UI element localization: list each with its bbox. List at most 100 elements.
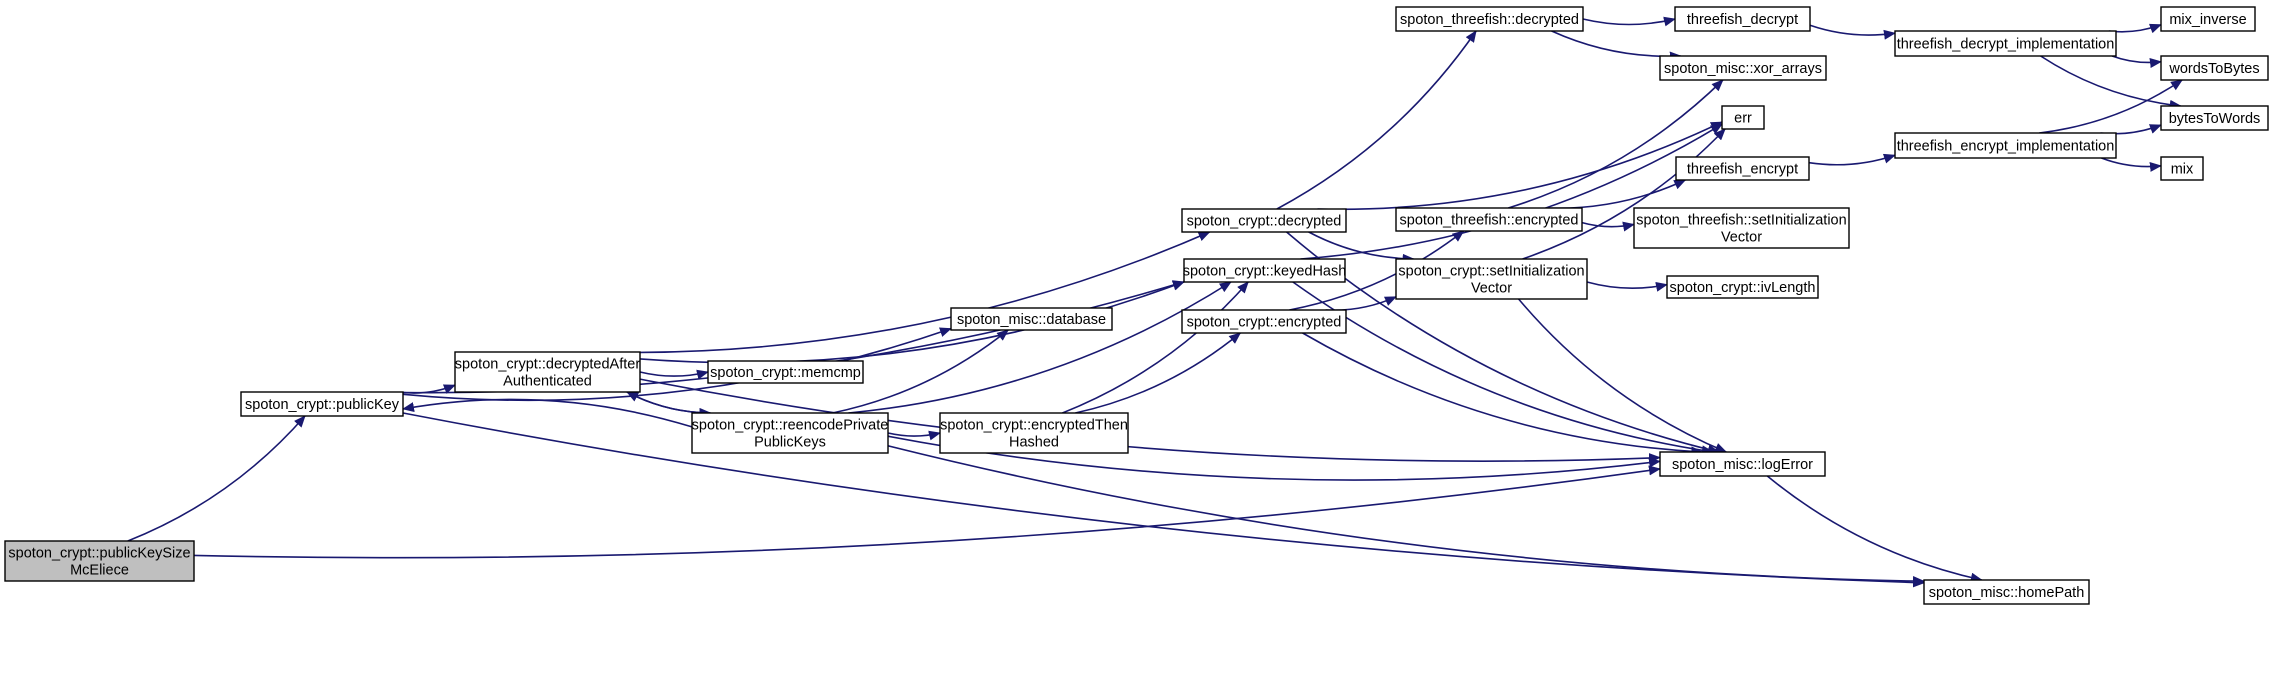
node-label: spoton_crypt::encryptedThen [940,418,1128,434]
node-box [1659,55,1827,81]
node-box [4,540,195,582]
edge-decrypted-to-err [1317,121,1723,211]
node-box [1659,451,1826,477]
edge-reencode-to-homePath [887,445,1925,587]
node-label: PublicKeys [754,435,826,451]
node-threefishDecrypt[interactable]: threefish_decrypt [1674,6,1811,32]
node-box [240,391,404,417]
edge-teImpl-to-wordsToBytes [2039,79,2183,134]
node-label: Vector [1721,230,1762,246]
edge-root-to-publicKey [127,415,306,542]
node-label: spoton_crypt::publicKeySize [8,546,190,562]
node-label: mix [2171,162,2194,178]
node-teImpl[interactable]: threefish_encrypt_implementation [1894,132,2117,159]
edge-tdImpl-to-wordsToBytes [2111,55,2162,68]
node-box [1666,275,1819,299]
node-box [1675,156,1810,181]
node-wordsToBytes[interactable]: wordsToBytes [2160,55,2269,81]
edge-decrypted-to-setIV [1308,231,1415,264]
node-label: spoton_misc::database [957,312,1106,328]
node-logError[interactable]: spoton_misc::logError [1659,451,1826,477]
edge-tfDecrypted-to-threefishDecrypt [1582,16,1676,27]
edge-tfEncrypted-to-threefishEncrypt [1546,179,1687,210]
node-box [1894,30,2117,57]
node-label: threefish_encrypt_implementation [1897,139,2115,155]
edge-keyedHash-to-logError [1292,281,1714,456]
node-ivLength[interactable]: spoton_crypt::ivLength [1666,275,1819,299]
node-database[interactable]: spoton_misc::database [950,307,1113,331]
edge-reencode-to-database [832,329,1009,414]
edge-setIV-to-logError [1517,298,1728,453]
node-decrypted[interactable]: spoton_crypt::decrypted [1181,208,1347,233]
node-box [2160,6,2256,32]
edge-encrypted-to-tfEncrypted [1289,230,1465,311]
node-label: Hashed [1009,435,1059,451]
node-box [1395,207,1583,232]
node-box [1633,207,1850,249]
edge-tfEncrypted-to-tfSetIV [1581,221,1635,232]
edge-threefishEncrypt-to-teImpl [1808,153,1896,166]
node-label: spoton_threefish::setInitialization [1636,213,1846,229]
node-label: wordsToBytes [2168,61,2259,77]
edge-reencode-to-publicKey [402,398,693,428]
node-bytesToWords[interactable]: bytesToWords [2160,105,2269,131]
node-box [1183,258,1346,283]
node-homePath[interactable]: spoton_misc::homePath [1923,579,2090,605]
edge-decrypted-to-tfDecrypted [1276,30,1477,210]
edge-reencode-to-encThenHashed [887,430,941,441]
node-box [950,307,1113,331]
node-box [454,351,641,393]
node-label: threefish_encrypt [1687,162,1798,178]
node-label: spoton_crypt::encrypted [1187,315,1342,331]
edge-setIV-to-err [1522,128,1726,260]
edge-encThenHashed-to-keyedHash [1062,281,1249,414]
node-label: mix_inverse [2169,12,2246,28]
node-mixInverse[interactable]: mix_inverse [2160,6,2256,32]
edge-teImpl-to-mix [2101,157,2162,172]
edge-publicKey-to-database [402,327,952,402]
node-publicKey[interactable]: spoton_crypt::publicKey [240,391,404,417]
edge-tfDecrypted-to-xorArrays [1551,30,1682,62]
edge-decAuth-to-decrypted [639,231,1211,354]
node-tdImpl[interactable]: threefish_decrypt_implementation [1894,30,2117,57]
node-threefishEncrypt[interactable]: threefish_encrypt [1675,156,1810,181]
node-label: err [1734,111,1752,127]
node-box [939,412,1129,454]
node-box [2160,105,2269,131]
node-mix[interactable]: mix [2160,156,2204,181]
node-box [1721,105,1765,130]
node-tfSetIV[interactable]: spoton_threefish::setInitializationVecto… [1633,207,1850,249]
node-tfDecrypted[interactable]: spoton_threefish::decrypted [1395,6,1584,32]
node-label: spoton_crypt::setInitialization [1398,264,1584,280]
node-box [1674,6,1811,32]
node-label: Vector [1471,281,1512,297]
node-box [1894,132,2117,159]
node-label: spoton_crypt::reencodePrivate [692,418,889,434]
edge-setIV-to-ivLength [1586,281,1668,292]
node-label: spoton_crypt::decryptedAfter [455,357,641,373]
node-label: spoton_crypt::decrypted [1187,214,1342,230]
edge-tfEncrypted-to-xorArrays [1508,79,1724,209]
nodes-layer: spoton_crypt::publicKeySizeMcEliecespoto… [4,6,2269,605]
node-box [2160,156,2204,181]
edge-threefishDecrypt-to-tdImpl [1809,24,1896,40]
node-memcmp[interactable]: spoton_crypt::memcmp [707,360,864,384]
node-label: bytesToWords [2169,111,2261,127]
node-label: Authenticated [503,374,592,390]
node-err[interactable]: err [1721,105,1765,130]
node-tfEncrypted[interactable]: spoton_threefish::encrypted [1395,207,1583,232]
node-label: spoton_crypt::keyedHash [1183,264,1347,280]
node-box [1181,309,1347,334]
node-label: spoton_misc::xor_arrays [1664,61,1822,77]
node-label: spoton_threefish::encrypted [1400,213,1579,229]
node-decAuth[interactable]: spoton_crypt::decryptedAfterAuthenticate… [454,351,641,393]
node-xorArrays[interactable]: spoton_misc::xor_arrays [1659,55,1827,81]
node-label: spoton_crypt::publicKey [245,397,400,413]
node-keyedHash[interactable]: spoton_crypt::keyedHash [1183,258,1347,283]
node-encrypted[interactable]: spoton_crypt::encrypted [1181,309,1347,334]
node-label: threefish_decrypt_implementation [1897,37,2115,53]
